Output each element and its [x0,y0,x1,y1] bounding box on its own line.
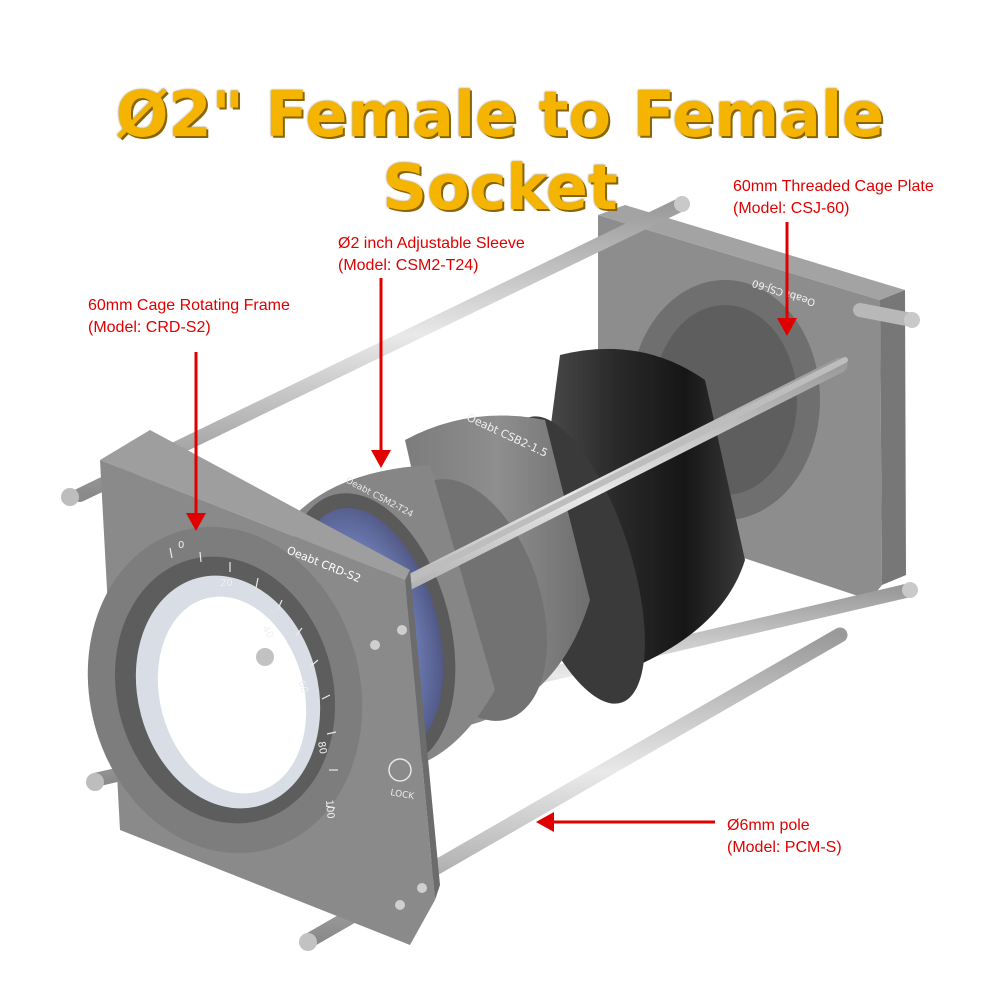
cage-plate-model: (Model: CSJ-60) [733,200,850,217]
rotating-frame-arrow [186,352,206,531]
pole-model: (Model: PCM-S) [727,839,842,856]
rotating-frame-model: (Model: CRD-S2) [88,319,211,336]
rod-end-caps [61,196,920,951]
cage-plate-name: 60mm Threaded Cage Plate [733,178,934,195]
scale-tick-label: 100 [323,799,336,819]
lock-marking: LOCK [389,788,415,802]
page-title: Ø2" Female to Female Socket [115,78,885,224]
scale-tick-label: 60 [295,679,310,695]
rotating-frame-label: 60mm Cage Rotating Frame (Model: CRD-S2) [88,295,290,339]
pole-label: Ø6mm pole (Model: PCM-S) [727,815,842,859]
sleeve-label: Ø2 inch Adjustable Sleeve (Model: CSM2-T… [338,233,525,277]
scale-tick-label: 0 [178,540,184,551]
callout-arrows [186,222,797,832]
sleeve-model: (Model: CSM2-T24) [338,257,479,274]
sleeve-name: Ø2 inch Adjustable Sleeve [338,235,525,252]
rotating-frame-name: 60mm Cage Rotating Frame [88,297,290,314]
scale-tick-label: 20 [220,578,233,589]
scale-tick-label: 80 [315,741,328,755]
pole-arrow [536,812,715,832]
cage-plate-label: 60mm Threaded Cage Plate (Model: CSJ-60) [733,176,934,220]
sleeve-arrow [371,278,391,468]
cage-plate-arrow [777,222,797,336]
pole-name: Ø6mm pole [727,817,810,834]
cage-rotating-frame [87,430,440,945]
